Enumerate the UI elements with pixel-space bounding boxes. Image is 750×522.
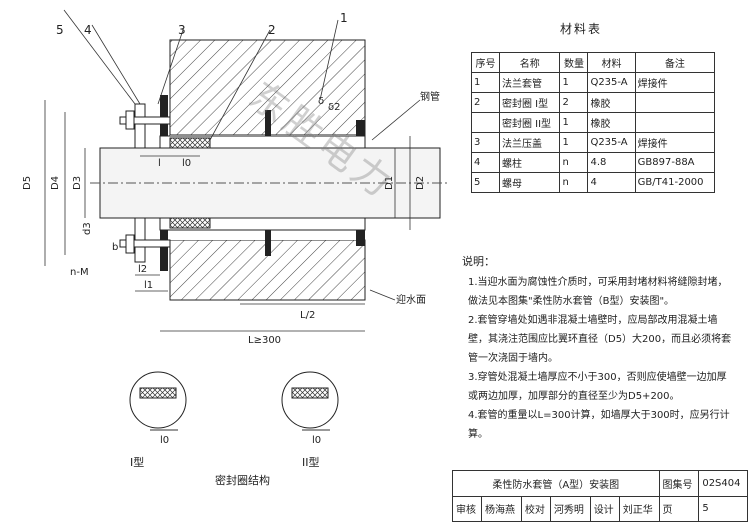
materials-header-cell: 材料 — [587, 52, 636, 73]
table-cell-note: 焊接件 — [634, 72, 716, 93]
detail-caption: 密封圈结构 — [215, 473, 270, 487]
dim-d1: D1 — [384, 176, 395, 190]
dim-n-m: n-M — [70, 267, 89, 278]
design-signature: 刘正华 — [618, 495, 660, 522]
table-cell-name: 螺柱 — [498, 152, 561, 173]
materials-header-cell: 数量 — [559, 52, 589, 73]
table-cell-no: 2 — [471, 92, 500, 113]
dim-d4: D4 — [50, 176, 61, 190]
pipe — [90, 147, 450, 219]
table-cell-no — [471, 112, 500, 133]
table-cell-no: 3 — [471, 132, 500, 153]
dim-l: l — [158, 158, 161, 169]
page-label: 页 — [658, 495, 700, 522]
flange-sleeve — [159, 95, 366, 271]
table-cell-note — [634, 92, 716, 113]
label-water-face: 迎水面 — [396, 294, 426, 306]
table-cell-mat: 橡胶 — [587, 92, 636, 113]
dimension-lines — [44, 9, 421, 332]
note-item: 1.当迎水面为腐蚀性介质时，可采用封堵材料将缝隙封堵，做法见本图集"柔性防水套管… — [468, 277, 728, 307]
notes-title: 说明： — [462, 255, 495, 268]
callout-4: 4 — [84, 23, 92, 37]
dim-l-half: L/2 — [300, 310, 315, 321]
table-cell-mat: 4 — [587, 172, 636, 193]
callout-1: 1 — [340, 11, 348, 25]
notes: 说明： 1.当迎水面为腐蚀性介质时，可采用封堵材料将缝隙封堵，做法见本图集"柔性… — [462, 252, 732, 444]
table-cell-note: 焊接件 — [634, 132, 716, 153]
design-label: 设计 — [589, 495, 620, 522]
table-cell-name: 螺母 — [498, 172, 561, 193]
drawing-title: 柔性防水套管（A型）安装图 — [452, 470, 660, 497]
seal-detail-type-2 — [281, 371, 339, 431]
dim-b: b — [112, 242, 118, 253]
dim-l-total: L≥300 — [248, 335, 281, 346]
materials-header-cell: 备注 — [634, 52, 716, 73]
table-cell-qty: n — [559, 152, 589, 173]
table-cell-note — [634, 112, 716, 133]
note-item: 4.套管的重量以L=300计算，如墙厚大于300时，应另行计算。 — [468, 410, 730, 440]
flange-gland-bolts — [119, 103, 171, 263]
detail-l0-type-2: l0 — [312, 435, 321, 446]
table-cell-mat: 4.8 — [587, 152, 636, 173]
table-cell-no: 1 — [471, 72, 500, 93]
table-cell-name: 法兰套管 — [498, 72, 561, 93]
table-cell-mat: Q235-A — [587, 72, 636, 93]
materials-title: 材料表 — [560, 22, 603, 36]
table-cell-name: 法兰压盖 — [498, 132, 561, 153]
note-item: 3.穿管处混凝土墙厚应不小于300，否则应使墙壁一边加厚或两边加厚，加厚部分的直… — [468, 372, 727, 402]
dim-l0: l0 — [182, 158, 191, 169]
materials-header-cell: 名称 — [498, 52, 561, 73]
table-cell-qty: n — [559, 172, 589, 193]
table-cell-qty: 1 — [559, 72, 589, 93]
detail-type-1-label: I型 — [130, 455, 144, 469]
detail-l0-type-1: l0 — [160, 435, 169, 446]
dim-l1: l1 — [144, 280, 153, 291]
table-cell-note: GB/T41-2000 — [634, 172, 716, 193]
dim-delta2: δ2 — [328, 102, 340, 113]
title-block: 柔性防水套管（A型）安装图 图集号 02S404 审核 杨海燕 校对 河秀明 设… — [451, 470, 748, 522]
table-cell-mat: 橡胶 — [587, 112, 636, 133]
table-cell-qty: 2 — [559, 92, 589, 113]
callout-2: 2 — [268, 23, 276, 37]
table-cell-name: 密封圈 I型 — [498, 92, 561, 113]
review-label: 审核 — [451, 495, 483, 522]
dim-delta: δ — [318, 96, 324, 107]
table-cell-qty: 1 — [559, 112, 589, 133]
table-cell-qty: 1 — [559, 132, 589, 153]
seal-detail-type-1 — [129, 371, 187, 431]
callout-5: 5 — [56, 23, 64, 37]
dim-d3-hole: d3 — [82, 222, 93, 235]
table-cell-no: 4 — [471, 152, 500, 173]
dim-d3: D3 — [72, 176, 83, 190]
note-item: 2.套管穿墙处如遇非混凝土墙壁时，应局部改用混凝土墙壁，其浇注范围应比翼环直径（… — [468, 315, 732, 364]
review-signature: 杨海燕 — [481, 495, 522, 522]
check-signature: 河秀明 — [549, 495, 591, 522]
atlas-number: 02S404 — [698, 470, 748, 497]
seal-ring — [169, 137, 211, 229]
atlas-label: 图集号 — [658, 470, 700, 497]
check-label: 校对 — [520, 495, 551, 522]
dim-d2: D2 — [415, 176, 426, 190]
page-number: 5 — [698, 495, 748, 522]
detail-type-2-label: II型 — [302, 455, 320, 469]
callout-3: 3 — [178, 23, 186, 37]
dim-l2: l2 — [138, 264, 147, 275]
table-cell-note: GB897-88A — [634, 152, 716, 173]
table-cell-name: 密封圈 II型 — [498, 112, 561, 133]
dim-d5: D5 — [22, 176, 33, 190]
materials-header-cell: 序号 — [471, 52, 500, 73]
table-cell-mat: Q235-A — [587, 132, 636, 153]
materials-header-row: 序号名称数量材料备注 — [471, 52, 716, 73]
label-steel-pipe: 钢管 — [420, 90, 440, 103]
table-cell-no: 5 — [471, 172, 500, 193]
